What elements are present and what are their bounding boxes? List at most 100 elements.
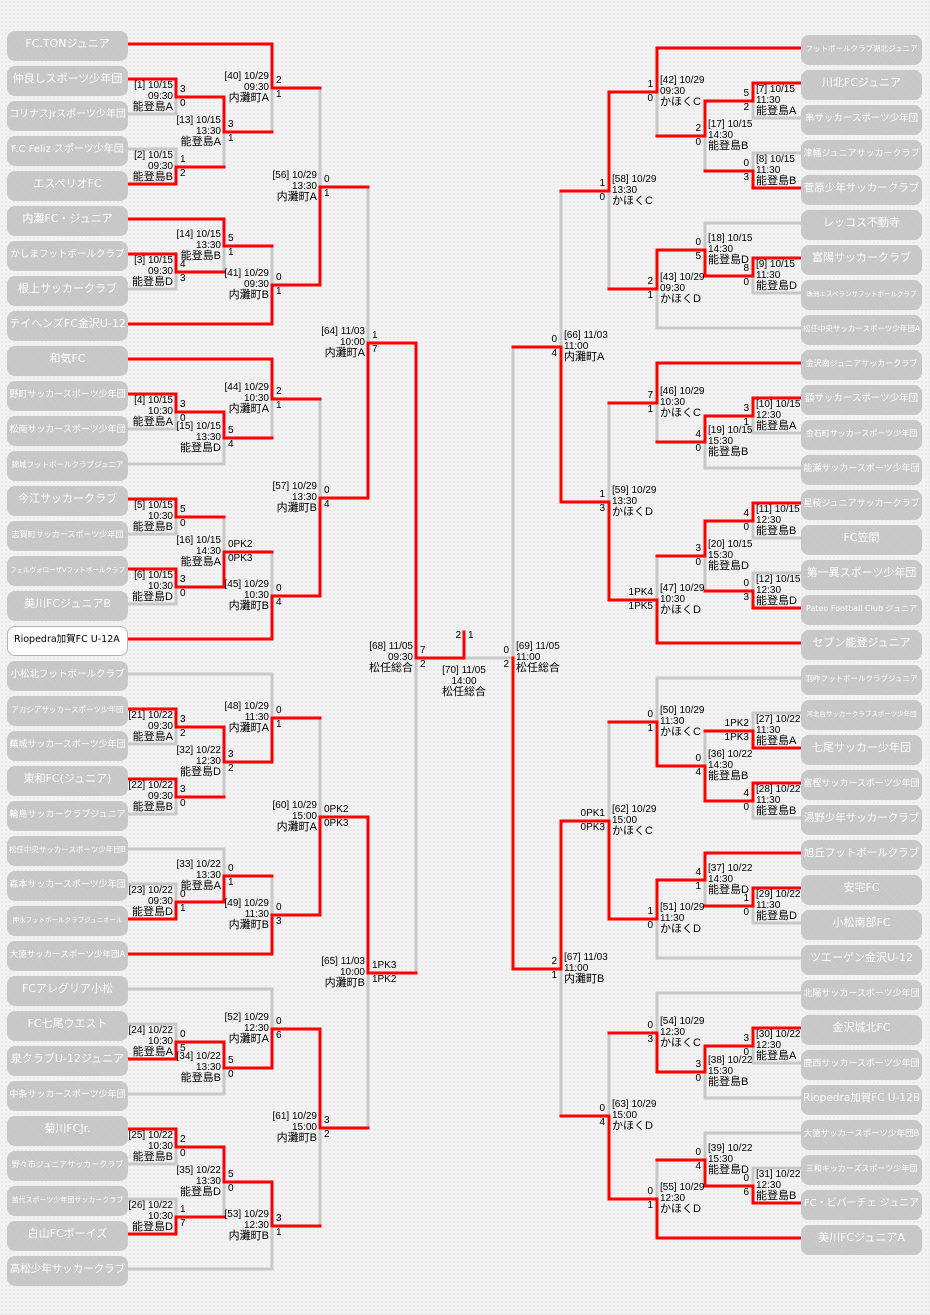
team-box[interactable]: 仲良しスポーツ少年団 [7, 66, 128, 96]
team-box[interactable]: 東和FC(ジュニア) [7, 766, 128, 796]
score-top: 2 [551, 956, 557, 967]
team-box[interactable]: 湯野少年サッカークラブ [801, 805, 922, 835]
team-box[interactable]: 松南サッカースポーツ少年団 [7, 416, 128, 446]
team-box[interactable]: コリナスJrスポーツ少年団 [7, 101, 128, 131]
team-box[interactable]: FC七尾ウエスト [7, 1011, 128, 1041]
team-box[interactable]: 志賀町サッカースポーツ少年団 [7, 521, 128, 551]
team-box[interactable]: FC笠間 [801, 525, 922, 555]
team-box[interactable]: 河北台サッカークラブスポーツ少年団 [801, 700, 922, 730]
team-box[interactable]: 内灘FC・ジュニア [7, 206, 128, 236]
match-venue: 能登島D [708, 254, 749, 266]
team-box[interactable]: 川北FCジュニア [801, 70, 922, 100]
team-box[interactable]: 金沢城北FC [801, 1015, 922, 1045]
match-date: 10/29 [243, 1012, 269, 1023]
team-box[interactable]: レッコス不動寺 [801, 210, 922, 240]
team-box[interactable]: 金石町サッカースポーツ少年団 [801, 420, 922, 450]
match-time: 13:30 [612, 184, 638, 196]
match-number: [46] [660, 386, 677, 397]
team-box[interactable]: 押水フットボールクラブジュニオール [7, 906, 128, 936]
team-box[interactable]: 三和キッカーズスポーツ少年団 [801, 1155, 922, 1185]
team-box[interactable]: 第一異スポーツ少年団 [801, 560, 922, 590]
team-box[interactable]: 津幡ジュニアサッカークラブ [801, 140, 922, 170]
team-box[interactable]: 森本サッカースポーツ少年団 [7, 871, 128, 901]
team-box[interactable]: 羽咋フットボールクラブジュニア [801, 665, 922, 695]
team-box[interactable]: 菅原少年サッカークラブ [801, 175, 922, 205]
match-number: [14] [176, 229, 194, 240]
team-box[interactable]: 珠洲エスペランサフットボールクラブ [801, 280, 922, 310]
team-box[interactable]: 旭丘フットボールクラブ [801, 840, 922, 870]
team-box[interactable]: 大徳サッカースポーツ少年団A [7, 941, 128, 971]
team-box[interactable]: 松任中央サッカースポーツ少年団B [7, 836, 128, 866]
team-box[interactable]: 北陽サッカースポーツ少年団 [801, 980, 922, 1010]
score-bottom: 0 [695, 137, 701, 148]
match-venue: 能登島B [708, 446, 749, 458]
team-box[interactable]: 金沢南ジュニアサッカークラブ [801, 350, 922, 380]
team-box[interactable]: 苗代スポーツ少年団サッカークラブ [7, 1186, 128, 1216]
team-box[interactable]: 今江サッカークラブ [7, 486, 128, 516]
team-box[interactable]: 安宅FC [801, 875, 922, 905]
team-box[interactable]: 菊川FCJr. [7, 1116, 128, 1146]
score-top: 3 [695, 543, 701, 554]
team-box[interactable]: 小松南部FC [801, 910, 922, 940]
team-box[interactable]: FC.TONジュニア [7, 31, 128, 61]
team-box[interactable]: 串サッカースポーツ少年団 [801, 105, 922, 135]
team-box[interactable]: 鹿西サッカースポーツ少年団 [801, 1050, 922, 1080]
team-box[interactable]: 富陽サッカークラブ [801, 245, 922, 275]
team-box[interactable]: 錦城フットボールクラブジュニア [7, 451, 128, 481]
match-venue: かほくD [612, 1120, 653, 1132]
team-box[interactable]: フェルヴォローザVフットボールクラブ [7, 556, 128, 586]
score-top: 0 [276, 1016, 282, 1027]
team-box[interactable]: 蕪城サッカースポーツ少年団 [7, 731, 128, 761]
team-box[interactable]: 白山FCボーイズ [7, 1221, 128, 1251]
team-box[interactable]: F.C Feliz スポーツ少年団 [7, 136, 128, 166]
match-number-date: [58] 10/29 [612, 174, 657, 186]
score-top: 0 [276, 902, 282, 913]
team-box[interactable]: セブン能登ジュニア [801, 630, 922, 660]
team-box[interactable]: 和気FC [7, 346, 128, 376]
match-number-date: [22] 10/22 [129, 780, 174, 792]
team-box[interactable]: FCアレグリア小松 [7, 976, 128, 1006]
match-date: 10/15 [195, 229, 221, 240]
team-box[interactable]: 美川FCジュニアA [801, 1225, 922, 1255]
team-box[interactable]: 輪島サッカークラブジュニア [7, 801, 128, 831]
match-number-date: [8] 10/15 [756, 154, 796, 166]
team-box[interactable]: 星稜ジュニアサッカークラブ [801, 490, 922, 520]
match-number: [28] [756, 784, 773, 795]
team-box[interactable]: FC・ビバーチェ ジュニア [801, 1190, 922, 1220]
team-box[interactable]: エスペリオFC [7, 171, 128, 201]
match-number: [38] [708, 1055, 725, 1066]
team-box[interactable]: Pateo Football Club ジュニア [801, 595, 922, 625]
match-number-date: [5] 10/15 [133, 500, 173, 512]
team-box[interactable]: Riopedra加賀FC U-12B [801, 1085, 922, 1115]
team-name: FC笠間 [843, 531, 880, 544]
score-top: 5 [743, 88, 749, 99]
champion-team-box[interactable]: Riopedra加賀FC U-12A [7, 626, 128, 656]
team-box[interactable]: 富樫サッカースポーツ少年団 [801, 770, 922, 800]
team-box[interactable]: 能瀬サッカースポーツ少年団 [801, 455, 922, 485]
team-box[interactable]: 七尾サッカー少年団 [801, 735, 922, 765]
team-box[interactable]: ツエーゲン金沢U-12 [801, 945, 922, 975]
team-box[interactable]: 高松少年サッカークラブ [7, 1256, 128, 1286]
team-box[interactable]: 泉クラブU-12ジュニア [7, 1046, 128, 1076]
team-box[interactable]: 美川FCジュニアB [7, 591, 128, 621]
team-box[interactable]: アカシアサッカースポーツ少年団 [7, 696, 128, 726]
team-box[interactable]: かしまフットボールクラブ [7, 241, 128, 271]
match-number-date: [1] 10/15 [133, 80, 173, 92]
team-box[interactable]: 松任中央サッカースポーツ少年団A [801, 315, 922, 345]
team-box[interactable]: 大徳サッカースポーツ少年団B [801, 1120, 922, 1150]
team-box[interactable]: 根上サッカークラブ [7, 276, 128, 306]
team-box[interactable]: 額サッカースポーツ少年団 [801, 385, 922, 415]
score-bottom: 3 [180, 273, 186, 284]
score-top: 1 [647, 79, 653, 90]
team-box[interactable]: 小松北フットボールクラブ [7, 661, 128, 691]
team-box[interactable]: テイヘンズFC金沢U-12 [7, 311, 128, 341]
score-bottom: 2 [228, 763, 234, 774]
match-number-date: [16] 10/15 [177, 535, 222, 547]
team-box[interactable]: 中条サッカースポーツ少年団 [7, 1081, 128, 1111]
team-box[interactable]: フットボールクラブ湖北ジュニア [801, 35, 922, 65]
team-box[interactable]: 野町サッカースポーツ少年団 [7, 381, 128, 411]
team-box[interactable]: 野々市ジュニアサッカークラブ [7, 1151, 128, 1181]
